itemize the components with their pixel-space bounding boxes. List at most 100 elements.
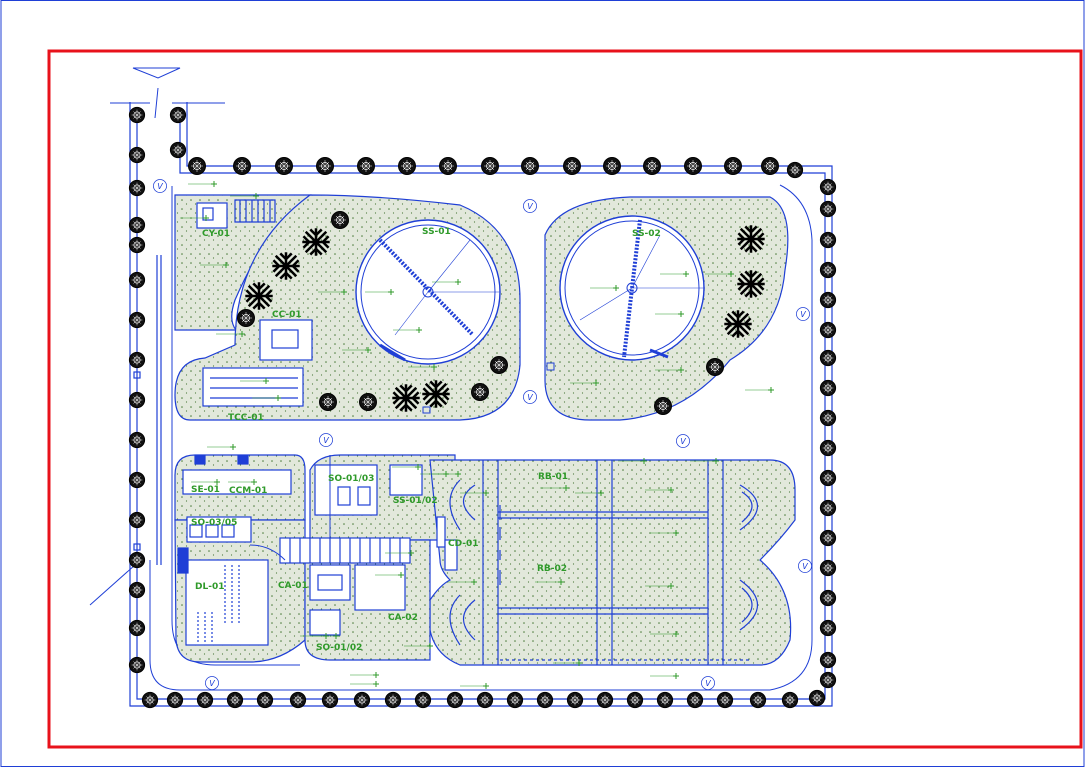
tree-icon [289,691,307,709]
tree-icon [357,157,375,175]
label-tcc01: TCC-01 [228,413,264,423]
tree-icon [596,691,614,709]
tree-icon [128,431,146,449]
tree-icon [819,409,837,427]
tree-icon [786,161,804,179]
tree-icon [128,179,146,197]
label-cc01: CC-01 [272,310,302,320]
tree-icon [321,691,339,709]
tree-icon [141,691,159,709]
tree-icon [819,469,837,487]
tree-icon [128,271,146,289]
tree-icon [521,157,539,175]
tree-icon [166,691,184,709]
tree-icon [128,471,146,489]
annotation-tag [460,683,489,689]
tree-icon [626,691,644,709]
valve-marker-label: V [802,562,808,571]
tree-icon [684,157,702,175]
tree-icon [819,671,837,689]
tree-icon [196,691,214,709]
tree-icon [819,200,837,218]
annotation-tag [188,181,217,187]
tree-icon [233,157,251,175]
tree-icon [446,691,464,709]
tree-icon [128,311,146,329]
tree-icon [566,691,584,709]
tree-icon [128,551,146,569]
valve-marker-label: V [323,436,329,445]
valve-marker-label: V [680,437,686,446]
tree-icon [439,157,457,175]
tree-icon [384,691,402,709]
site-boundary [129,102,833,707]
label-ccm01: CCM-01 [229,486,267,496]
annotation-tag [207,444,236,450]
tree-icon [563,157,581,175]
tree-icon [656,691,674,709]
tree-icon [476,691,494,709]
valve-marker-label: V [705,679,711,688]
tree-icon [398,157,416,175]
tree-icon [128,619,146,637]
tree-icon [481,157,499,175]
tree-icon [275,157,293,175]
tree-icon [256,691,274,709]
tree-icon [819,291,837,309]
tree-icon [603,157,621,175]
tree-icon [536,691,554,709]
tree-icon [226,691,244,709]
label-rb02: RB-02 [537,564,567,574]
label-rb01: RB-01 [538,472,568,482]
label-ca02: CA-02 [388,613,418,623]
tree-icon [819,619,837,637]
tree-icon [316,157,334,175]
valve-marker-label: V [527,393,533,402]
tree-icon [716,691,734,709]
label-ca01: CA-01 [278,581,308,591]
label-ss02: SS-02 [632,229,661,239]
tree-icon [819,559,837,577]
annotation-tag [350,672,379,678]
tree-icon [188,157,206,175]
label-se01: SE-01 [191,485,220,495]
tree-icon [819,261,837,279]
pipelines [249,362,555,561]
label-so0103: SO-01/03 [328,474,374,484]
tree-icon [128,656,146,674]
tree-icon [128,236,146,254]
annotation-tag [350,681,379,687]
tree-icon [686,691,704,709]
tree-icon [819,499,837,517]
valve-marker-label: V [527,202,533,211]
clarifier-ss01 [355,219,501,365]
tree-icon [749,691,767,709]
buildings [177,199,458,646]
tree-icon [353,691,371,709]
label-ss0102: SS-01/02 [393,496,438,506]
tree-icon [128,106,146,124]
tree-icon [414,691,432,709]
valve-marker-label: V [157,182,163,191]
valve-marker-label: V [209,679,215,688]
label-so0305: SO-03/05 [191,518,237,528]
tree-icon [128,581,146,599]
tree-icon [819,529,837,547]
tree-icon [506,691,524,709]
tree-icon [819,321,837,339]
tree-icon [781,691,799,709]
tree-icon [819,651,837,669]
label-ss01: SS-01 [422,227,451,237]
tree-icon [128,216,146,234]
tree-icon [819,231,837,249]
label-dl01: DL-01 [195,582,224,592]
tree-icon [128,391,146,409]
tree-icon [169,141,187,159]
tree-icon [643,157,661,175]
label-so0102: SO-01/02 [316,643,362,653]
tree-icon [819,178,837,196]
tree-icon [819,349,837,367]
label-cd01: CD-01 [448,539,479,549]
